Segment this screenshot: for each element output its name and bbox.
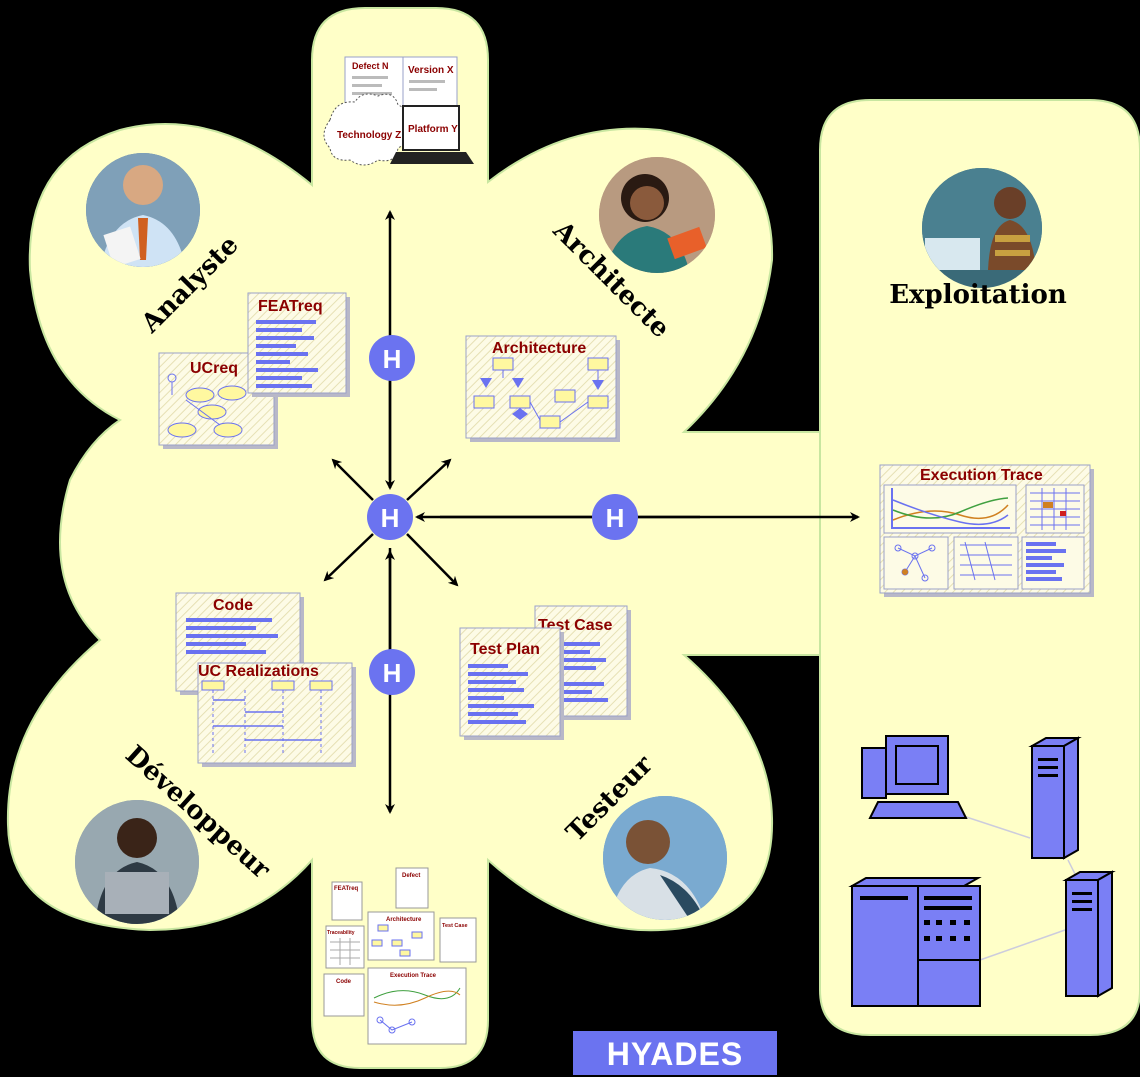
hardware-group	[848, 735, 1116, 1007]
featreq-title: FEATreq	[258, 298, 323, 315]
testeur-avatar	[603, 796, 727, 920]
top-repository: Defect N Version X Technology Z Platform…	[323, 56, 474, 166]
developpeur-avatar	[75, 800, 199, 924]
test-plan-title: Test Plan	[470, 641, 540, 658]
uc-realizations-title: UC Realizations	[198, 663, 319, 680]
defect-label: Defect N	[352, 61, 389, 71]
workstation-icon	[861, 735, 968, 819]
featreq-document: FEATreq	[247, 292, 350, 397]
exploitation-avatar	[922, 168, 1042, 288]
bottom-featreq-label: FEATreq	[334, 886, 359, 892]
hub-top	[369, 335, 415, 381]
hub-bottom	[369, 649, 415, 695]
technology-label: Technology Z	[337, 130, 401, 141]
server-tower-2-icon	[1062, 870, 1116, 998]
hub-right	[592, 494, 638, 540]
execution-trace-document: Execution Trace	[879, 464, 1094, 597]
architecture-document: Architecture	[465, 335, 620, 442]
server-tower-icon	[1028, 736, 1082, 860]
bottom-code-label: Code	[336, 979, 352, 985]
hub-right-label: H	[606, 503, 625, 533]
hub-top-label: H	[383, 344, 402, 374]
hub-bottom-label: H	[383, 658, 402, 688]
hub-center-label: H	[381, 503, 400, 533]
version-label: Version X	[408, 65, 454, 76]
bottom-execution-trace-label: Execution Trace	[390, 973, 437, 979]
hyades-footer-label: HYADES	[573, 1031, 777, 1075]
architecture-title: Architecture	[492, 340, 586, 357]
execution-trace-title: Execution Trace	[920, 467, 1043, 484]
bottom-traceability-label: Traceability	[327, 930, 355, 936]
architecte-avatar	[599, 157, 715, 273]
hub-nodes: H H H H	[367, 335, 638, 695]
ucreq-title: UCreq	[190, 360, 238, 377]
bottom-defect-label: Defect	[402, 873, 420, 879]
bottom-architecture-label: Architecture	[386, 917, 422, 923]
analyste-avatar	[86, 153, 200, 267]
role-exploitation: Exploitation	[889, 280, 1067, 310]
platform-label: Platform Y	[408, 124, 458, 135]
hub-center	[367, 494, 413, 540]
test-plan-document: Test Plan	[459, 627, 564, 740]
code-title: Code	[213, 597, 253, 614]
ucreq-document: UCreq	[158, 352, 278, 449]
mainframe-icon	[848, 877, 982, 1007]
uc-realizations-document: UC Realizations	[197, 662, 356, 767]
bottom-repository: FEATreq Defect Traceability Architecture…	[323, 867, 477, 1045]
bottom-test-case-label: Test Case	[442, 923, 468, 929]
